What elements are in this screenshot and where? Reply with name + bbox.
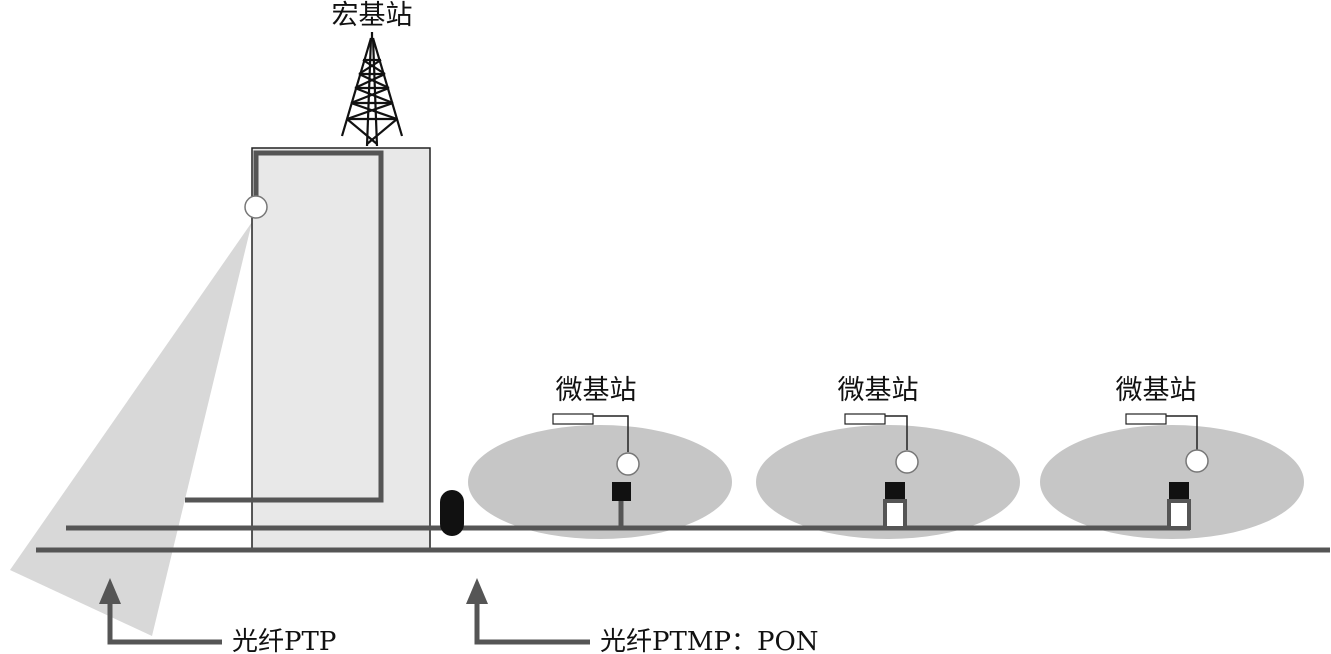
macro-station-label: 宏基站	[332, 0, 413, 31]
lattice-tower-icon	[340, 32, 404, 147]
micro-station-2	[844, 413, 919, 530]
micro-station-label-2: 微基站	[838, 375, 919, 406]
antenna-circle-icon	[895, 450, 919, 474]
antenna-circle-icon	[616, 452, 640, 476]
building-fiber	[185, 150, 384, 503]
micro-node	[612, 482, 631, 501]
micro-station-label-3: 微基站	[1116, 375, 1197, 406]
fiber-ptmp-label: 光纤PTMP：PON	[600, 627, 819, 654]
splitter-icon	[440, 490, 464, 536]
ptp-arrow	[99, 578, 222, 645]
fiber-ptp-label: 光纤PTP	[232, 627, 336, 654]
ptmp-arrow	[466, 578, 590, 645]
up-arrow-icon	[466, 578, 488, 604]
micro-coverage-1	[468, 425, 732, 539]
antenna-circle-icon	[1185, 449, 1209, 473]
ptp-beam-cone	[10, 222, 252, 636]
micro-node	[885, 482, 905, 501]
micro-station-label-1: 微基站	[556, 375, 637, 406]
building	[251, 147, 431, 551]
micro-station-3	[1125, 413, 1209, 530]
macro-antenna-icon	[244, 195, 268, 219]
micro-unit-box	[844, 413, 886, 425]
micro-station-1	[552, 413, 640, 528]
micro-unit-box	[1125, 413, 1167, 425]
up-arrow-icon	[99, 578, 121, 604]
micro-unit-box	[552, 413, 594, 425]
micro-node	[1169, 482, 1189, 501]
